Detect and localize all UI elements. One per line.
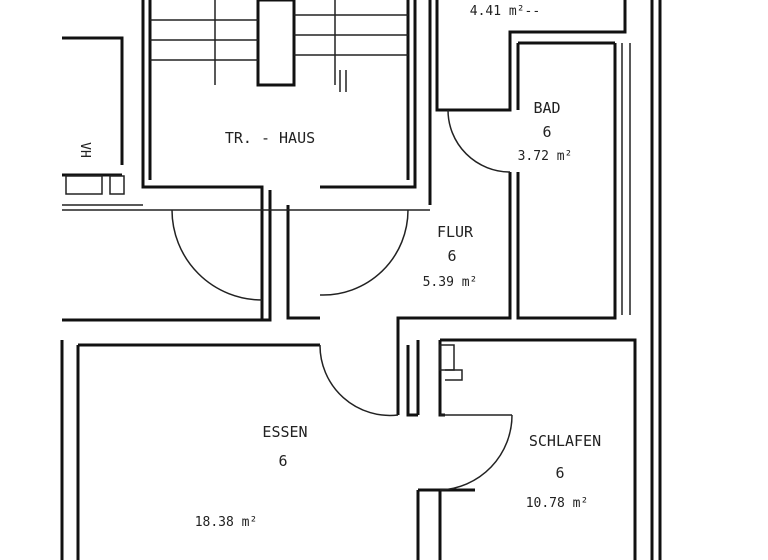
schlafen-area: 10.78 m² <box>525 496 589 511</box>
essen-area: 18.38 m² <box>194 515 258 530</box>
schlafen-name: SCHLAFEN <box>528 432 602 450</box>
essen-name: ESSEN <box>262 423 308 441</box>
stair-core <box>256 0 296 87</box>
stair-house-label: TR. - HAUS <box>224 129 316 147</box>
flur-name: FLUR <box>436 223 474 241</box>
bad-name: BAD <box>533 99 561 117</box>
schlafen-floor: 6 <box>555 464 565 482</box>
walls <box>60 0 662 560</box>
essen-floor: 6 <box>278 452 288 470</box>
flur-area: 5.39 m² <box>422 275 478 290</box>
top-room-area: 4.41 m²-- <box>469 4 541 19</box>
bad-floor: 6 <box>542 123 552 141</box>
bad-area: 3.72 m² <box>517 149 573 164</box>
flur-floor: 6 <box>447 247 457 265</box>
vh-label: VH <box>77 142 92 158</box>
